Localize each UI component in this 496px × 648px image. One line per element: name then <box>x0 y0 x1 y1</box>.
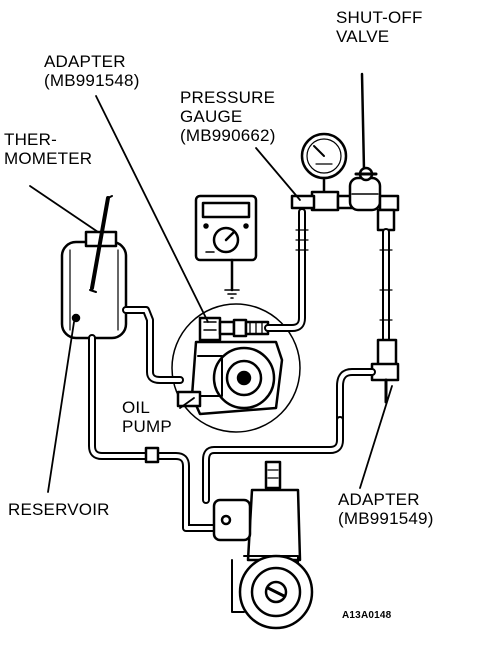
thermometer-label: THER- MOMETER <box>4 130 93 168</box>
pressure-gauge <box>290 132 354 212</box>
steering-gear-box <box>212 460 314 630</box>
reservoir-label: RESERVOIR <box>8 500 110 519</box>
figure-code: A13A0148 <box>342 610 392 621</box>
oil-pump-label: OIL PUMP <box>122 398 172 436</box>
shutoff-valve-label: SHUT-OFF VALVE <box>336 8 423 46</box>
adapter-top-label: ADAPTER (MB991548) <box>44 52 140 90</box>
leader-lines <box>29 95 393 493</box>
digital-meter <box>194 194 258 299</box>
thermometer <box>89 195 113 293</box>
shutoff-valve <box>348 72 400 232</box>
adapter-bottom-label: ADAPTER (MB991549) <box>338 490 434 528</box>
hoses <box>88 208 400 532</box>
pressure-gauge-label: PRESSURE GAUGE (MB990662) <box>180 88 276 145</box>
oil-pump <box>171 303 301 433</box>
